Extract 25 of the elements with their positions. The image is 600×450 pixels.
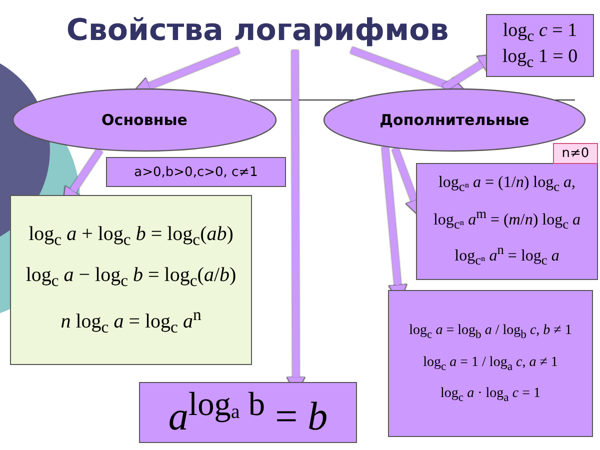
category-label: Дополнительные	[380, 111, 530, 129]
formula-box	[416, 163, 598, 280]
condition-box	[553, 143, 598, 164]
formula-box	[486, 14, 594, 77]
formula-card	[10, 195, 252, 365]
formula: log$_{c}$ c = 1	[502, 20, 578, 46]
title-text: Свойства логарифмов	[66, 12, 449, 48]
formula: log$_{cⁿ}$ a = (1/n) log$_{c}$ a,	[438, 174, 576, 196]
formula: log$_{c}$ a − log$_{c}$ b = log$_{c}$(a/b)	[26, 264, 236, 291]
formula: log$_{cⁿ}$ a$^{n}$ = log$_{c}$ a	[454, 242, 560, 269]
category-label: Основные	[102, 111, 188, 129]
formula: log$_{c}$ a · log$_{a}$ c = 1	[440, 386, 540, 404]
formula: log$_{cⁿ}$ a$^{m}$ = (m/n) log$_{c}$ a	[433, 206, 581, 232]
formula-box	[388, 290, 593, 437]
formula: log$_{c}$ 1 = 0	[502, 46, 578, 72]
condition-box	[106, 157, 286, 187]
ellipse-node	[12, 88, 277, 152]
formula: log$_{c}$ a = log$_{b}$ a / log$_{b}$ c, b ≠ 1	[409, 322, 572, 341]
formula-box	[139, 382, 357, 443]
formula: log$_{c}$ a = 1 / log$_{a}$ c, a ≠ 1	[423, 354, 558, 372]
condition-label: a>0,b>0,c>0, c≠1	[134, 164, 258, 180]
formula: log$_{c}$ a + log$_{c}$ b = log$_{c}$(ab)	[28, 222, 234, 250]
condition-label: n≠0	[562, 146, 590, 161]
formula: n log$_{c}$ a = log$_{c}$ a$^{n}$	[60, 304, 202, 338]
formula: a$^{logₐ b}$ = b	[168, 386, 328, 440]
